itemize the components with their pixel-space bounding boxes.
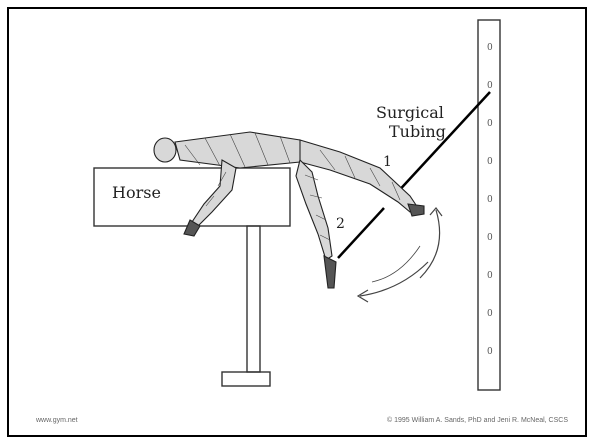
tubing-label-line2: Tubing (389, 122, 446, 141)
rail-hole-5: 0 (487, 195, 493, 205)
rail-hole-2: 0 (487, 81, 493, 91)
rail-hole-6: 0 (487, 233, 493, 243)
arc-arrow-up (420, 210, 440, 278)
horse-stand-base (222, 372, 270, 386)
position-2-label: 2 (336, 216, 345, 232)
rail-hole-3: 0 (487, 119, 493, 129)
horse-label: Horse (112, 183, 161, 202)
position-1-label: 1 (383, 154, 392, 170)
wall-rail: 0 0 0 0 0 0 0 0 0 (478, 20, 500, 390)
footer-website: www.gym.net (36, 417, 78, 424)
tubing-label-line1: Surgical (376, 103, 444, 122)
footer-copyright: © 1995 William A. Sands, PhD and Jeni R.… (387, 417, 568, 424)
arc-arrow-back (360, 262, 428, 296)
rail-hole-1: 0 (487, 43, 493, 53)
rail-hole-4: 0 (487, 157, 493, 167)
horse-stand-post (247, 226, 260, 372)
rail-hole-8: 0 (487, 309, 493, 319)
rail-hole-7: 0 (487, 271, 493, 281)
rail-hole-9: 0 (487, 347, 493, 357)
